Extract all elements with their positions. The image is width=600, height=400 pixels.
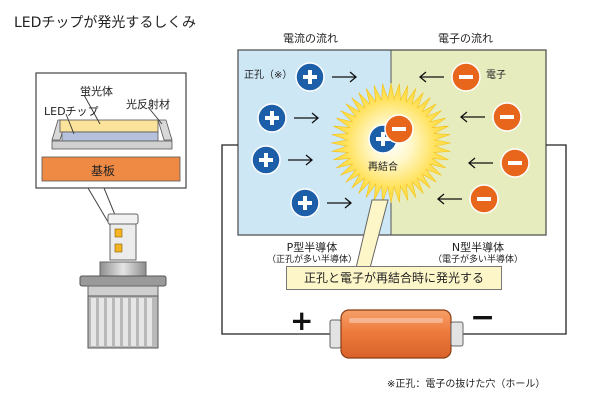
- left-arrow-icon: [467, 157, 493, 169]
- heat-sink: [87, 295, 159, 349]
- footnote: ※正孔：電子の抜けた穴（ホール）: [387, 379, 546, 390]
- bulb-chip-top: [114, 228, 123, 238]
- phosphor-label: 蛍光体: [80, 85, 113, 98]
- battery-icon: [329, 309, 464, 359]
- reflector-wall-right: [157, 119, 173, 141]
- minus-icon: [500, 115, 514, 119]
- right-arrow-icon: [332, 71, 358, 83]
- leader-reflector: [147, 106, 163, 125]
- hole-particle: [251, 145, 281, 175]
- chip-base: [51, 140, 173, 150]
- hole-particle: [295, 62, 325, 92]
- led-bulb-icon: [79, 213, 167, 349]
- minus-icon: [508, 161, 522, 165]
- leader-chip: [65, 113, 75, 135]
- page-title: LEDチップが発光するしくみ: [14, 15, 196, 31]
- right-arrow-icon: [294, 112, 320, 124]
- left-arrow-icon: [418, 71, 444, 83]
- electron-flow-label: 電子の流れ: [438, 32, 493, 45]
- left-arrow-icon: [436, 193, 462, 205]
- recombination-label: 再結合: [368, 162, 398, 173]
- right-arrow-icon: [288, 154, 314, 166]
- right-arrow-icon: [327, 197, 353, 209]
- reflector-label: 光反射材: [126, 98, 170, 111]
- battery-plus-label: +: [290, 304, 314, 337]
- electron-particle: [500, 148, 530, 178]
- left-arrow-icon: [459, 111, 485, 123]
- led-chip-layer: [61, 131, 159, 142]
- led-chip-detail: [35, 72, 187, 189]
- semiconductor-diagram: [221, 49, 567, 335]
- hole-label: 正孔（※）: [244, 70, 293, 81]
- recombining-electron: [384, 114, 414, 144]
- circuit-wire: [221, 144, 567, 335]
- minus-icon: [392, 127, 406, 131]
- current-flow-label: 電流の流れ: [283, 32, 338, 45]
- particles: [251, 62, 530, 218]
- electron-particle: [451, 62, 481, 92]
- diagram-border: [237, 49, 547, 236]
- hole-particle: [257, 103, 287, 133]
- electron-particle: [469, 184, 499, 214]
- substrate-label: 基板: [91, 164, 116, 178]
- electron-particle: [492, 102, 522, 132]
- p-type-label: P型半導体: [286, 241, 338, 254]
- battery-minus-label: −: [470, 300, 496, 335]
- electron-label: 電子: [486, 70, 506, 81]
- substrate-layer: [41, 156, 181, 182]
- n-type-label: N型半導体: [451, 241, 505, 254]
- minus-icon: [477, 197, 491, 201]
- hole-particle: [290, 188, 320, 218]
- led-chip-label: LEDチップ: [44, 105, 99, 118]
- leader-phosphor: [83, 94, 101, 125]
- n-type-sub-label: （電子が多い半導体）: [432, 255, 523, 265]
- minus-icon: [459, 75, 473, 79]
- p-type-sub-label: （正孔が多い半導体）: [266, 255, 357, 265]
- emission-callout: 正孔と電子が再結合時に発光する: [286, 266, 502, 290]
- bulb-chip-bottom: [114, 243, 123, 253]
- phosphor-layer: [59, 119, 159, 133]
